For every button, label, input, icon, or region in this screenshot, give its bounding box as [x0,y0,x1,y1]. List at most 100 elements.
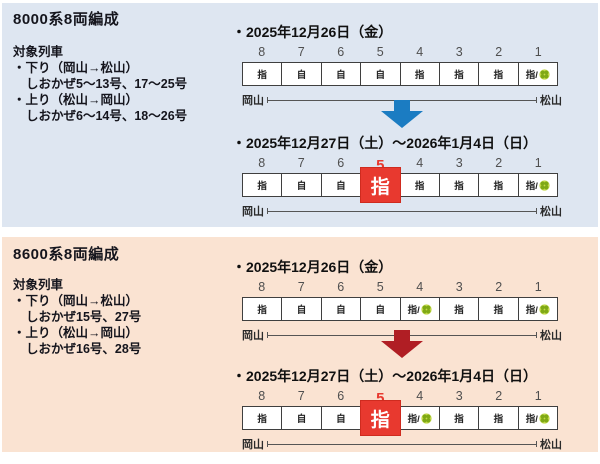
diagram-date-label: ・2025年12月27日（土）～2026年1月4日（日） [232,135,538,151]
seat-type-cell: 指/ [399,297,440,321]
seat-type-cell: 指/ [517,297,558,321]
seat-type-cell: 自 [320,62,362,86]
seat-type-cell: 指/ [517,62,558,86]
car-cell-row: 指自自指指/指指指/ [242,400,558,436]
seat-type-label: 指 [493,181,504,192]
station-route-row: 岡山松山 [242,436,562,452]
car-number: 6 [337,389,345,403]
seat-type-cell: 自 [320,406,362,430]
seat-type-label: 指 [370,176,390,198]
seat-type-cell: 指 [438,62,480,86]
seat-type-label: 自 [336,70,346,81]
seat-type-label: 自 [296,305,307,316]
seat-type-cell: 指 [438,173,480,197]
seat-type-label: 指 [370,409,390,431]
car-number: 8 [258,45,266,59]
car-number: 3 [455,280,463,294]
seat-type-label: 指/ [407,414,420,425]
highlighted-car-number: 5 [376,390,385,407]
car-number: 8 [258,389,266,403]
seat-type-label: 指/ [525,305,538,316]
seat-type-label: 指/ [407,305,420,316]
seat-type-label: 指 [257,305,267,316]
seat-type-cell: 自 [360,62,401,86]
right-station-label: 松山 [540,206,562,218]
car-number: 1 [534,156,542,170]
seat-type-label: 指 [493,70,504,81]
green-car-clover-icon [421,412,432,424]
car-number: 4 [416,280,424,294]
seat-type-label: 自 [296,70,307,81]
seat-type-label: 指 [257,414,267,425]
car-number: 7 [297,45,305,59]
left-station-label: 岡山 [242,206,264,218]
target-line-up-trains: しおかぜ6～14号、18～26号 [26,109,188,123]
seat-type-label: 自 [336,414,346,425]
car-number: 7 [297,280,305,294]
target-trains-block: 対象列車 ・下り（岡山→松山） しおかぜ15号、27号 ・上り（松山→岡山） し… [13,277,141,357]
target-line-down: ・下り（岡山→松山） [13,294,139,308]
seat-type-label: 指 [454,305,464,316]
car-number: 5 [376,45,384,59]
car-number: 1 [534,45,542,59]
car-number: 6 [337,280,345,294]
diagram-date-label: ・2025年12月26日（金） [232,259,393,275]
left-station-label: 岡山 [242,95,264,107]
seat-type-cell: 指 [438,406,480,430]
seat-type-label: 自 [296,414,307,425]
car-number: 6 [337,45,345,59]
green-car-clover-icon [539,303,550,315]
seat-type-label: 自 [375,305,386,316]
seat-type-cell: 自 [281,173,322,197]
car-number: 2 [495,45,503,59]
seat-type-cell: 自 [360,297,401,321]
car-number: 3 [455,45,463,59]
highlighted-car-number: 5 [376,157,385,174]
car-number: 8 [258,156,266,170]
seat-type-label: 自 [375,70,386,81]
seat-type-cell: 指 [399,62,440,86]
seat-type-cell: 自 [281,62,322,86]
target-line-up-trains: しおかぜ16号、28号 [26,342,142,356]
green-car-clover-icon [539,68,550,80]
seat-type-label: 指/ [525,70,538,81]
seat-type-cell: 指 [438,297,480,321]
target-line-up: ・上り（松山→岡山） [13,326,139,340]
car-number: 1 [534,389,542,403]
seat-type-cell: 指/ [399,406,440,430]
seat-type-label: 指 [414,70,425,81]
right-station-label: 松山 [540,439,562,451]
car-cell-row: 指自自自指/指指指/ [242,296,558,322]
car-number: 2 [495,389,503,403]
seat-type-label: 指/ [525,181,538,192]
seat-type-cell: 指/ [517,406,558,430]
green-car-clover-icon [539,179,550,191]
seat-type-label: 指 [257,70,267,81]
green-car-clover-icon [421,303,432,315]
seat-type-label: 指/ [525,414,538,425]
target-trains-block: 対象列車 ・下り（岡山→松山） しおかぜ5～13号、17～25号 ・上り（松山→… [13,44,187,124]
car-number: 4 [416,156,424,170]
car-cell-row: 指 自 自 自 指 指 指 指/ [242,61,558,87]
seat-type-cell: 指 [242,406,283,430]
seat-type-cell: 指 [478,173,519,197]
seat-type-label: 自 [296,181,307,192]
seat-type-cell: 指 [242,62,283,86]
seat-type-label: 自 [336,181,346,192]
down-block-arrow-icon [381,100,423,128]
seat-type-cell: 自 [320,173,362,197]
seat-type-label: 自 [336,305,346,316]
section-8600-series: 8600系8両編成 対象列車 ・下り（岡山→松山） しおかぜ15号、27号 ・上… [2,237,598,452]
section-title: 8000系8両編成 [13,11,120,28]
reserved-highlight-cell: 指 [360,167,401,203]
car-number: 7 [297,156,305,170]
seat-type-label: 指 [454,414,464,425]
